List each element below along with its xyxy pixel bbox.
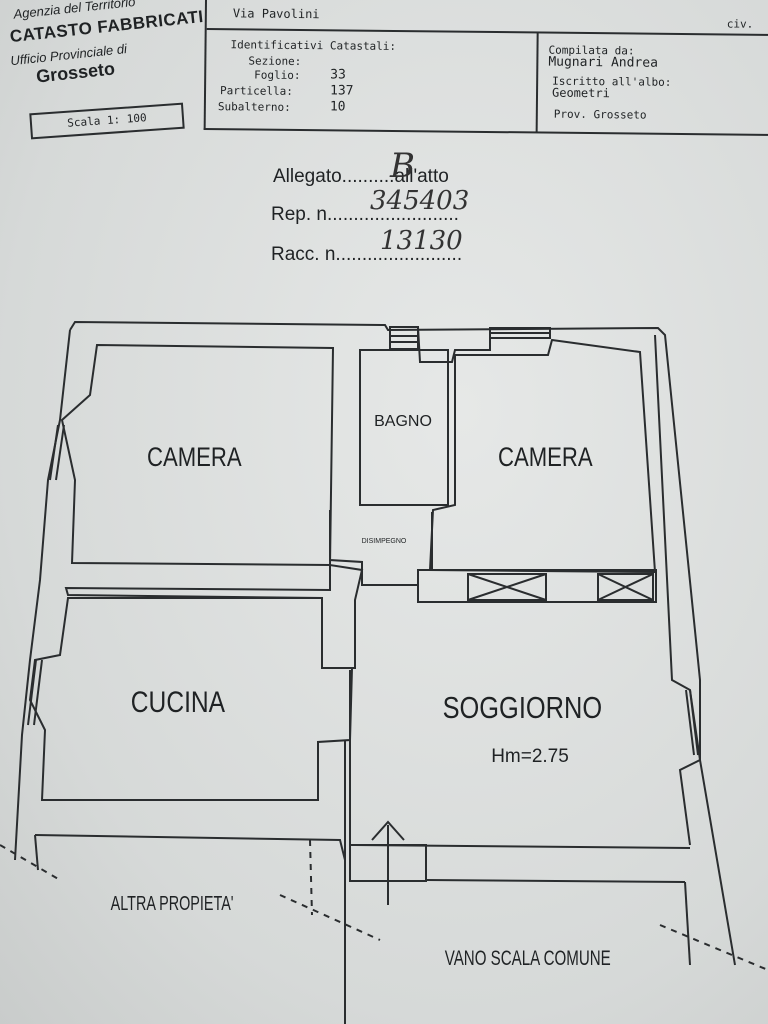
foglio-value: 33	[330, 67, 346, 83]
room-soggiorno: SOGGIORNO	[443, 691, 602, 726]
allegato-handwritten: B	[390, 146, 415, 186]
allegato-line: Allegato..........all'atto	[273, 166, 449, 188]
camera-left-outline	[60, 343, 335, 567]
allegato-dots: ..........	[341, 166, 395, 187]
particella-label: Particella:	[219, 84, 293, 98]
iscritto-value: Geometri	[551, 85, 610, 101]
outer-wall	[69, 320, 736, 966]
province-label: Prov. Grosseto	[553, 107, 647, 122]
particella-value: 137	[329, 83, 354, 99]
ident-title: Identificativi Catastali:	[230, 38, 397, 54]
cadastral-info-box: Via Pavolini civ. Identificativi Catasta…	[203, 0, 768, 137]
disimpegno-outline	[329, 510, 433, 586]
racc-line: Racc. n........................	[271, 244, 462, 266]
sezione-label: Sezione:	[248, 54, 302, 69]
civ-label: civ.	[726, 17, 754, 31]
altra-proprieta-label: ALTRA PROPIETA'	[111, 892, 234, 915]
subalterno-label: Subalterno:	[217, 100, 291, 114]
street-name: Via Pavolini	[232, 6, 320, 22]
compilata-value: Mugnari Andrea	[548, 54, 659, 71]
floor-plan: CAMERA CAMERA BAGNO DISIMPEGNO CUCINA SO…	[0, 320, 768, 1024]
vano-scala-label: VANO SCALA COMUNE	[445, 945, 611, 969]
ceiling-height: Hm=2.75	[491, 746, 569, 767]
rep-label: Rep. n.	[271, 204, 333, 225]
wardrobe-band	[417, 569, 657, 603]
racc-label: Racc. n.	[271, 244, 341, 265]
foglio-label: Foglio:	[254, 68, 301, 83]
divider	[535, 31, 539, 132]
rep-handwritten: 345403	[370, 186, 470, 216]
room-camera-right: CAMERA	[498, 443, 593, 473]
allegato-suffix: all'atto	[394, 166, 449, 187]
divider	[206, 28, 768, 37]
room-camera-left: CAMERA	[147, 443, 242, 473]
allegato-prefix: Allegato	[273, 166, 342, 187]
subalterno-value: 10	[329, 99, 346, 115]
room-bagno: BAGNO	[374, 413, 432, 430]
rep-dots: ........................	[332, 204, 459, 225]
cucina-outline	[64, 563, 364, 669]
room-disimpegno: DISIMPEGNO	[362, 538, 407, 545]
racc-handwritten: 13130	[380, 226, 463, 256]
rep-line: Rep. n.........................	[271, 204, 459, 226]
racc-dots: .......................	[340, 244, 463, 265]
room-cucina: CUCINA	[131, 685, 226, 719]
outer-wall-left	[14, 329, 71, 861]
